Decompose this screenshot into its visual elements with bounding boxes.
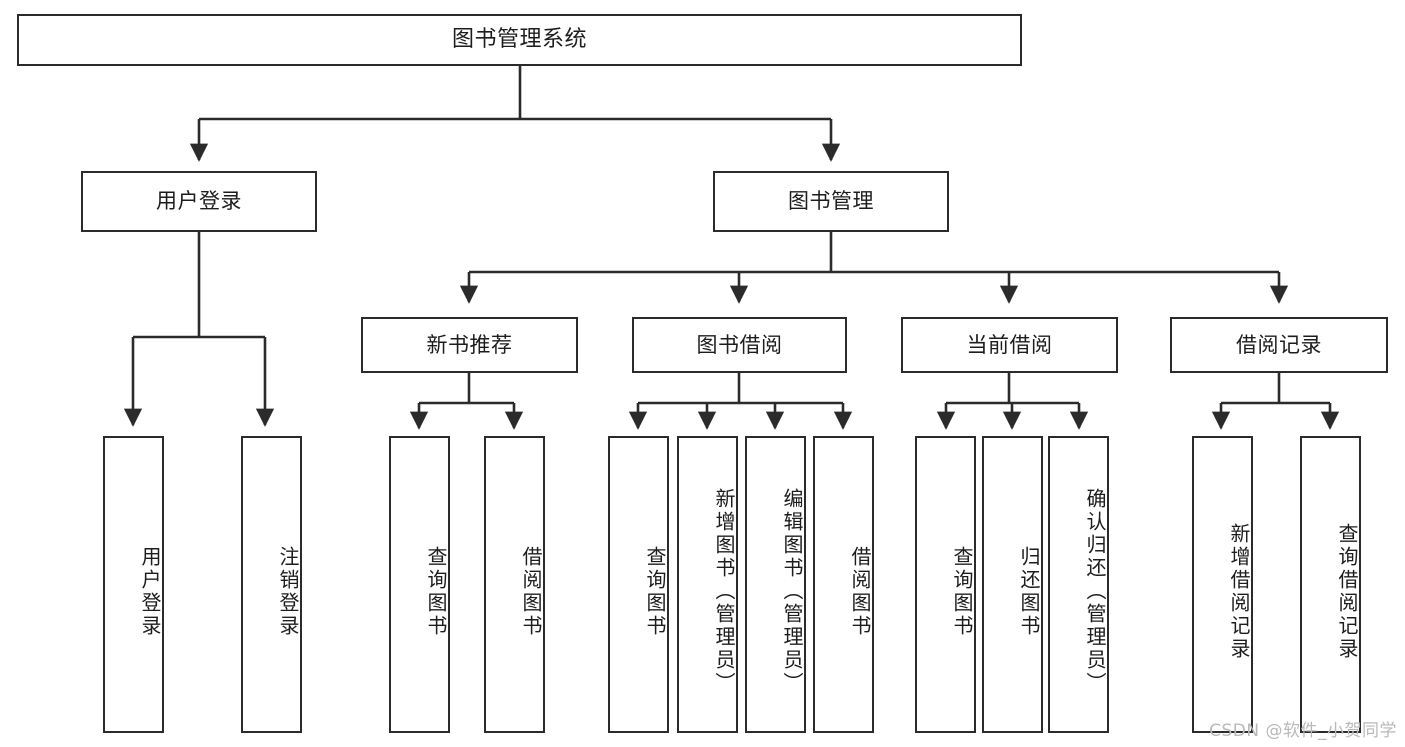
leaf-label: 借阅图书	[848, 545, 872, 638]
csdn-watermark: CSDN @软件_小贺同学	[1209, 721, 1397, 741]
leaf-label: 查询借阅记录	[1335, 522, 1359, 661]
leaf-borrow-edit-book-admin[interactable]: 编辑图书（管理员）	[745, 436, 806, 733]
leaf-label: 借阅图书	[519, 545, 543, 638]
leaf-records-add-record[interactable]: 新增借阅记录	[1192, 436, 1253, 733]
leaf-borrow-add-book-admin[interactable]: 新增图书（管理员）	[677, 436, 738, 733]
leaf-label: 确认归还（管理员）	[1083, 488, 1107, 695]
leaf-borrow-query-book[interactable]: 查询图书	[608, 436, 669, 733]
leaf-current-confirm-return-admin[interactable]: 确认归还（管理员）	[1048, 436, 1109, 733]
node-book-borrow[interactable]: 图书借阅	[632, 317, 847, 373]
leaf-user-login-signin[interactable]: 用户登录	[103, 436, 164, 733]
leaf-borrow-borrow-book[interactable]: 借阅图书	[813, 436, 874, 733]
leaf-label: 编辑图书（管理员）	[780, 488, 804, 695]
node-book-management[interactable]: 图书管理	[713, 171, 949, 232]
leaf-current-return-book[interactable]: 归还图书	[982, 436, 1043, 733]
leaf-label: 用户登录	[138, 545, 162, 638]
leaf-user-login-signout[interactable]: 注销登录	[241, 436, 302, 733]
leaf-records-query-record[interactable]: 查询借阅记录	[1300, 436, 1361, 733]
node-borrow-records[interactable]: 借阅记录	[1170, 317, 1388, 373]
leaf-label: 归还图书	[1017, 545, 1041, 638]
leaf-label: 查询图书	[950, 545, 974, 638]
leaf-label: 查询图书	[643, 545, 667, 638]
leaf-label: 新增借阅记录	[1227, 522, 1251, 661]
leaf-new-book-borrow[interactable]: 借阅图书	[484, 436, 545, 733]
leaf-new-book-query[interactable]: 查询图书	[389, 436, 450, 733]
node-current-borrow[interactable]: 当前借阅	[901, 317, 1118, 373]
leaf-label: 注销登录	[276, 545, 300, 638]
node-new-book-recommend[interactable]: 新书推荐	[361, 317, 578, 373]
leaf-current-query-book[interactable]: 查询图书	[915, 436, 976, 733]
node-root-system[interactable]: 图书管理系统	[17, 14, 1022, 66]
node-user-login[interactable]: 用户登录	[81, 171, 317, 232]
leaf-label: 查询图书	[424, 545, 448, 638]
leaf-label: 新增图书（管理员）	[712, 488, 736, 695]
